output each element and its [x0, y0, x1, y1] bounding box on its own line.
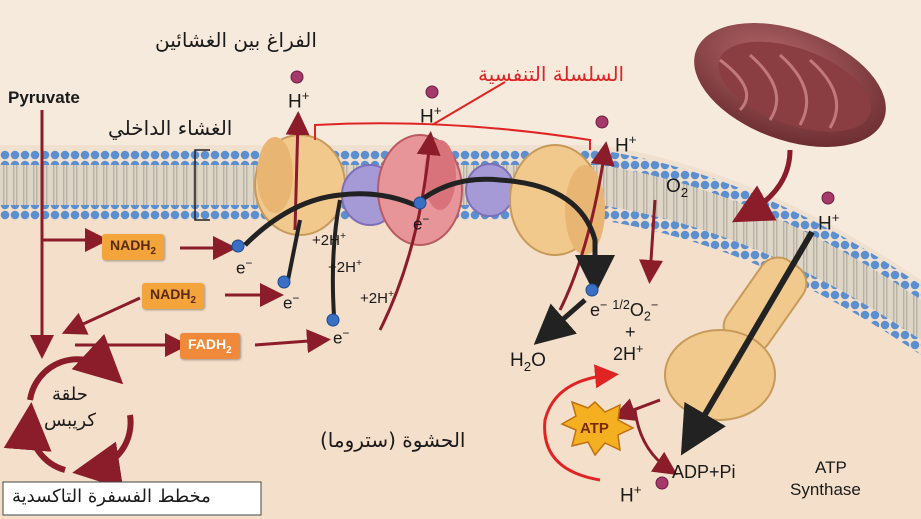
- krebs-cycle-label-2: كريبس: [44, 410, 96, 431]
- matrix-label: الحشوة (ستروما): [320, 428, 465, 452]
- intermembrane-space-label: الفراغ بين الغشائين: [155, 28, 317, 52]
- atp-synthase-label-1: ATP: [815, 458, 847, 478]
- proton-label-5: H+: [620, 482, 642, 507]
- proton-label-2: H+: [420, 103, 442, 128]
- complex-4a: [466, 164, 514, 216]
- water-label: H2O: [510, 350, 546, 374]
- atp-label: ATP: [580, 420, 609, 437]
- proton-pump-label-2: +2H+: [328, 257, 362, 276]
- plus-sign: +: [625, 322, 636, 343]
- oxygen-label: O2: [666, 176, 688, 200]
- oxygen-reduction-label: e− 1/2O2−: [590, 298, 658, 324]
- nadh-tag-2: NADH2: [142, 283, 204, 309]
- adp-pi-label: ADP+Pi: [672, 462, 736, 483]
- nadh-tag-1: NADH2: [102, 234, 164, 260]
- inner-membrane-label: الغشاء الداخلي: [108, 116, 232, 140]
- two-protons-label: 2H+: [613, 342, 643, 365]
- pyruvate-label: Pyruvate: [8, 88, 80, 108]
- electron-label-3: e−: [333, 326, 349, 349]
- proton-pump-label-3: +2H+: [360, 288, 394, 307]
- proton-pump-label-1: +2H+: [312, 230, 346, 249]
- fadh-tag: FADH2: [180, 333, 240, 359]
- atp-synthase-label-2: Synthase: [790, 480, 861, 500]
- electron-label-4: e−: [413, 212, 429, 235]
- krebs-cycle-label-1: حلقة: [52, 384, 88, 405]
- proton-label-4: H+: [818, 210, 840, 235]
- proton-label-3: H+: [615, 132, 637, 157]
- electron-label-2: e−: [283, 291, 299, 314]
- electron-label-1: e−: [236, 256, 252, 279]
- caption-label: مخطط الفسفرة التاكسدية: [12, 486, 211, 507]
- proton-label-1: H+: [288, 88, 310, 113]
- respiratory-chain-label: السلسلة التنفسية: [478, 62, 624, 86]
